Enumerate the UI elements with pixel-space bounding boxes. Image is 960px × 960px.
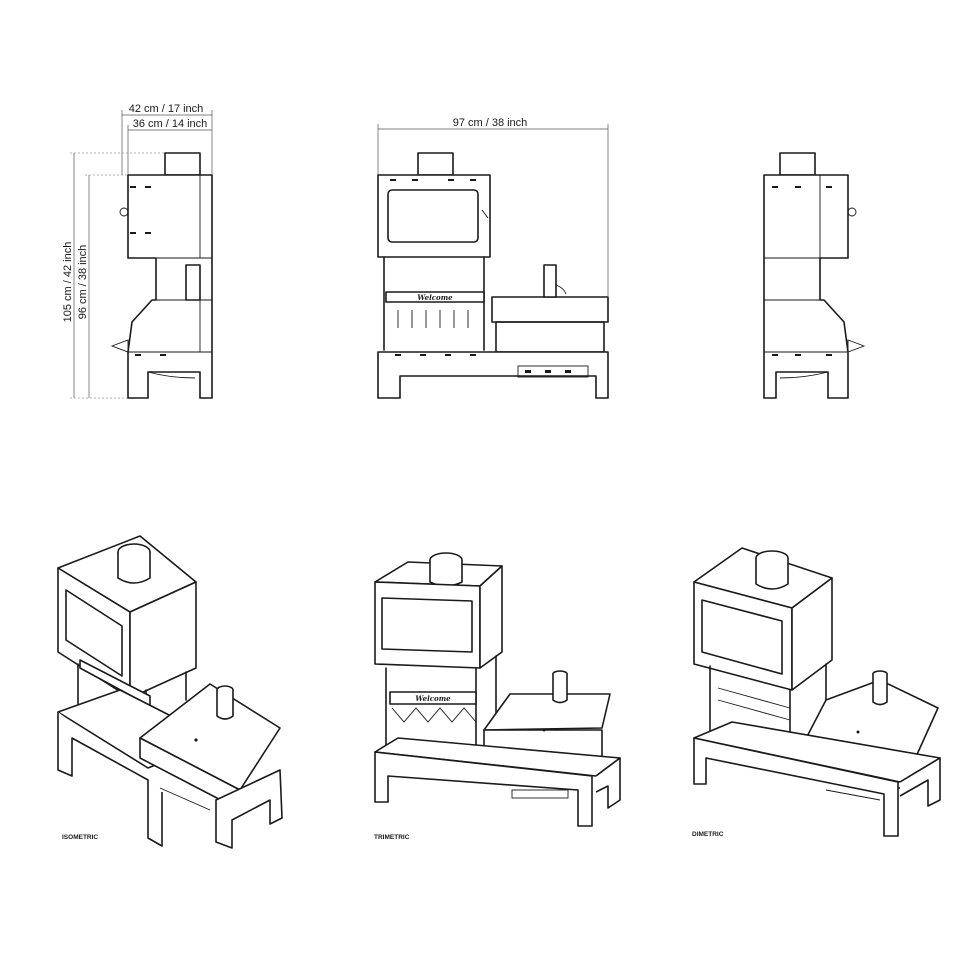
side-chimney <box>185 264 201 301</box>
control-panel[interactable] <box>517 365 589 378</box>
tri-brand-plate <box>389 691 477 705</box>
isometric-view: ISOMETRIC <box>57 535 283 849</box>
label-isometric: ISOMETRIC <box>62 834 98 841</box>
label-dimetric: DIMETRIC <box>692 831 724 838</box>
right-flue-pipe <box>779 152 816 176</box>
iso-grill-chimney <box>216 690 234 720</box>
firebox-door[interactable] <box>387 189 479 243</box>
grill-chimney <box>543 264 557 298</box>
firebox-front <box>377 174 491 258</box>
tri-firebox-door[interactable] <box>381 597 473 653</box>
tri-firebox-front <box>374 581 481 669</box>
tri-grill-box <box>483 693 611 731</box>
di-grill-chimney <box>872 674 888 706</box>
dim-width-inner: 36 cm / 14 inch <box>133 118 208 130</box>
di-firebox-door[interactable] <box>701 599 783 675</box>
vent-slot-icon <box>397 310 469 328</box>
trimetric-view: Welcome TRIMETRIC <box>374 552 621 841</box>
dim-length-total: 97 cm / 38 inch <box>453 117 528 129</box>
iso-flue-pipe <box>117 552 151 584</box>
door-latch-icon[interactable] <box>481 209 489 219</box>
brand-plate <box>385 291 485 303</box>
stove-base-front <box>377 351 609 399</box>
tri-grill-chimney <box>552 674 568 704</box>
dim-height-total: 105 cm / 42 inch <box>62 242 74 323</box>
tri-brand-plate-text: Welcome <box>415 694 451 703</box>
door-handle-icon <box>119 207 129 217</box>
right-door-handle-icon <box>847 207 857 217</box>
di-flue-pipe <box>755 558 789 590</box>
stove-side-body <box>127 174 213 399</box>
tri-control-panel[interactable] <box>511 789 569 799</box>
side-view-right <box>763 152 866 399</box>
iso-firebox-door[interactable] <box>65 589 123 677</box>
label-trimetric: TRIMETRIC <box>374 834 410 841</box>
side-view-left: 42 cm / 17 inch 36 cm / 14 inch 105 cm /… <box>62 103 213 399</box>
flue-pipe-icon <box>164 152 201 176</box>
tri-flue-pipe <box>429 560 463 587</box>
dim-height-body: 96 cm / 38 inch <box>77 245 89 320</box>
side-view-dimensions: 42 cm / 17 inch 36 cm / 14 inch 105 cm /… <box>62 103 213 399</box>
grill-tray[interactable] <box>495 321 605 353</box>
front-view: 97 cm / 38 inch Welcome <box>377 117 609 399</box>
front-flue-pipe <box>417 152 454 176</box>
dimetric-view: DIMETRIC <box>692 547 941 838</box>
grill-box-front <box>491 296 609 323</box>
stove-side-body-right <box>763 174 849 399</box>
brand-plate-text: Welcome <box>417 293 453 302</box>
front-view-dimensions: 97 cm / 38 inch <box>377 117 609 296</box>
dim-width-outer: 42 cm / 17 inch <box>129 103 204 115</box>
